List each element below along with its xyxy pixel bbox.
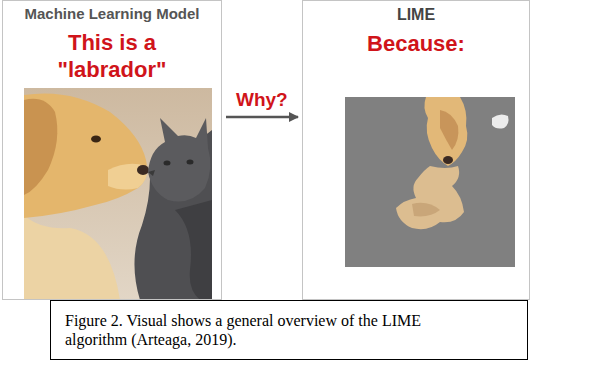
panel-title: LIME (311, 5, 521, 25)
panel-box: Machine Learning ModelThis is a "labrado… (2, 0, 222, 300)
panel-statement: Because: (311, 30, 521, 57)
lime-explanation-image (345, 97, 515, 267)
caption-box: Figure 2. Visual shows a general overvie… (50, 300, 528, 360)
edge-label: Why? (234, 89, 290, 111)
panel-title: Machine Learning Model (9, 4, 215, 23)
panel-statement: This is a "labrador" (22, 29, 202, 83)
figure-caption: Figure 2. Visual shows a general overvie… (65, 311, 473, 349)
arrow-connector (226, 116, 298, 119)
dog-cat-photo (24, 88, 212, 300)
panel-box: LIME Because: (302, 0, 530, 300)
